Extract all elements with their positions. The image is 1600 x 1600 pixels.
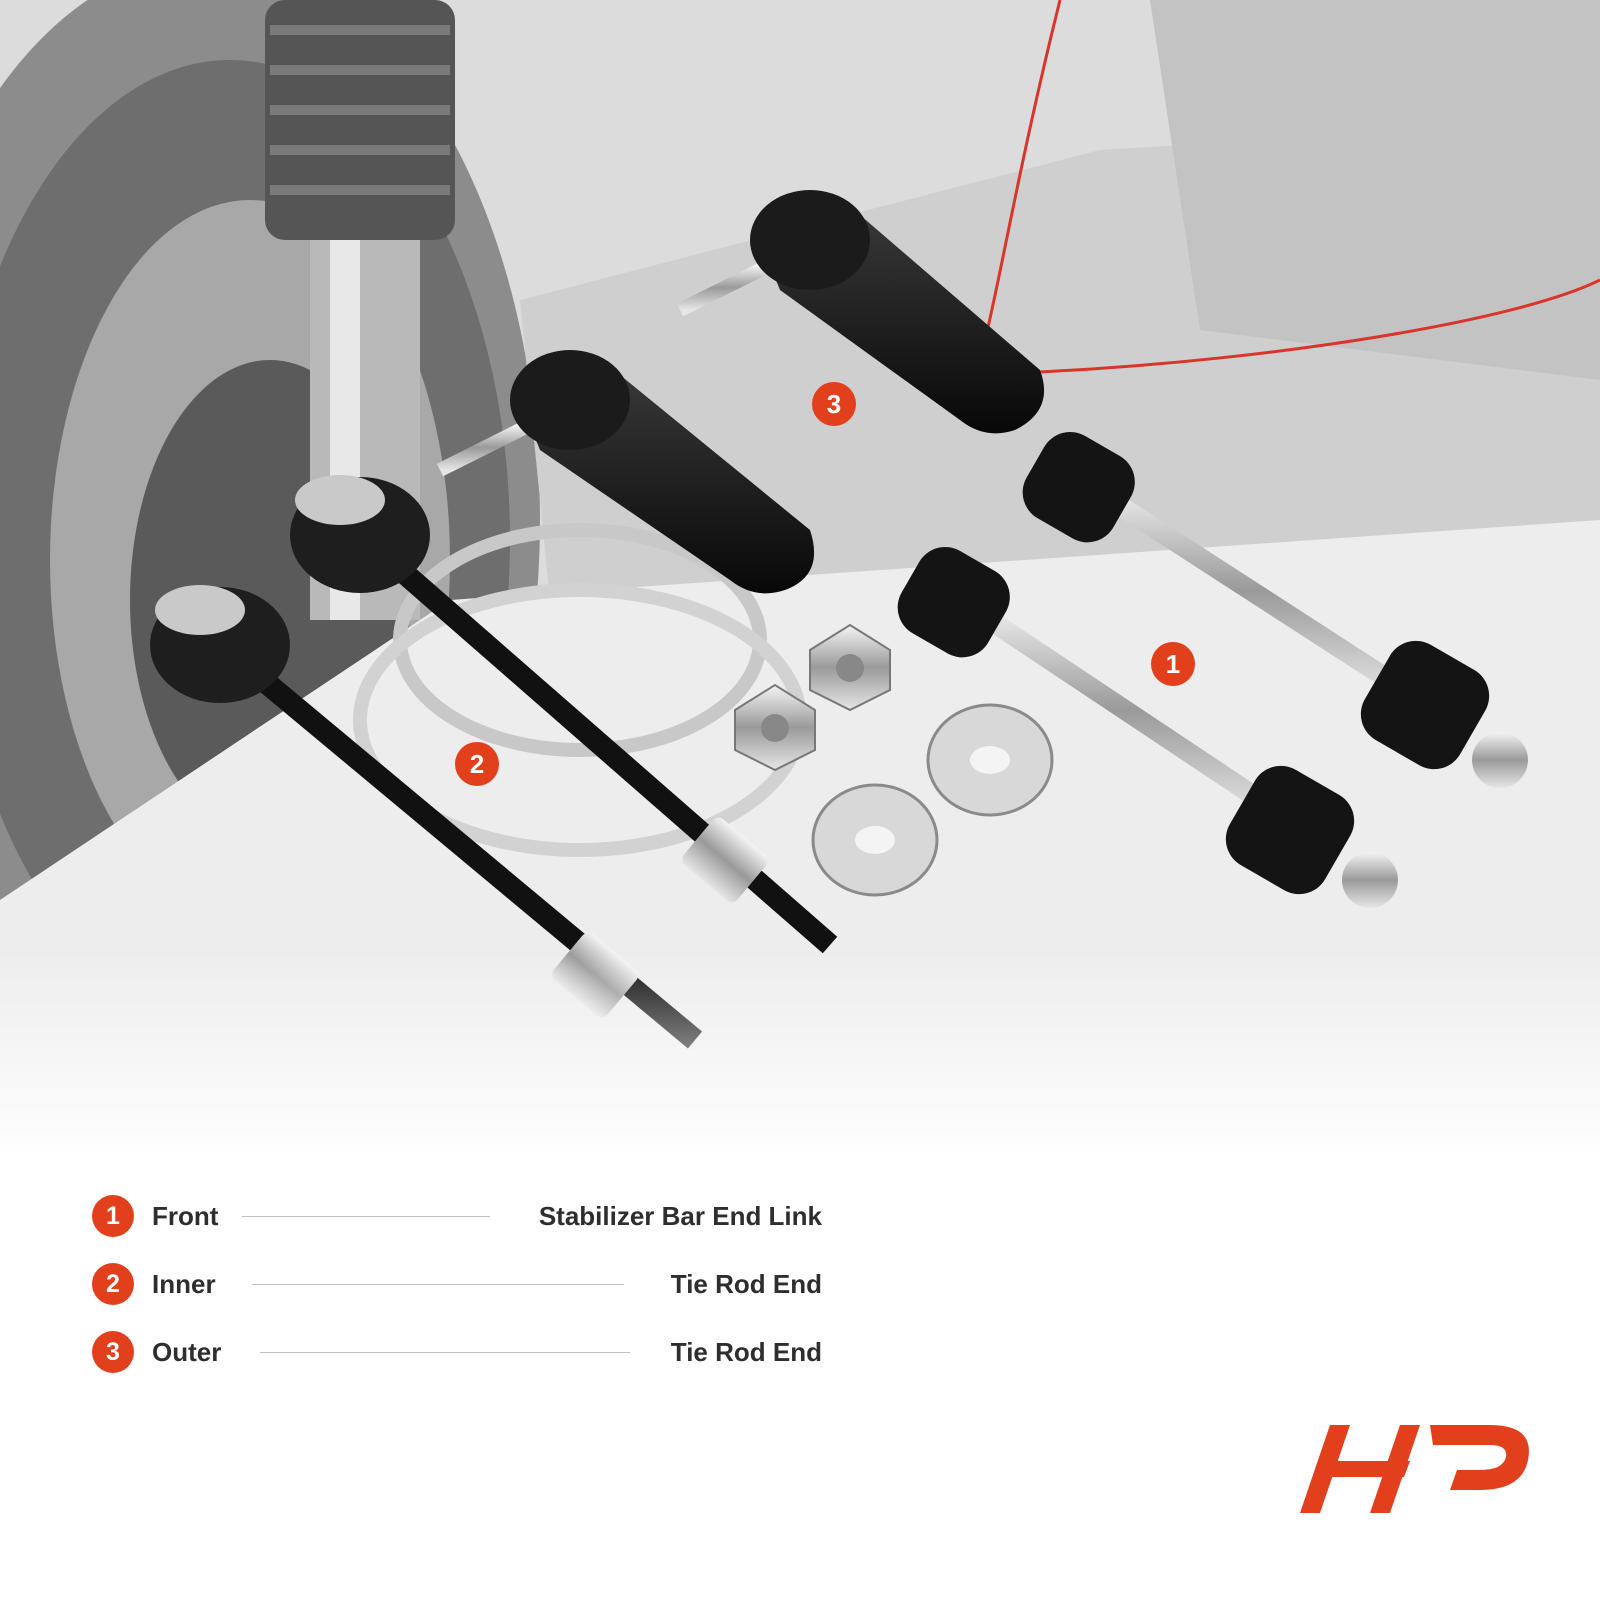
legend-divider (242, 1216, 490, 1217)
legend-divider (252, 1284, 624, 1285)
suspension-photo (0, 0, 1600, 1160)
legend-row-inner: 2 Inner Tie Rod End (92, 1263, 822, 1307)
legend-desc-outer: Tie Rod End (670, 1337, 822, 1367)
legend-label-front: Front (152, 1201, 219, 1231)
legend-row-outer: 3 Outer Tie Rod End (92, 1331, 822, 1375)
legend-badge-1: 1 (92, 1195, 134, 1237)
callout-badge-2: 2 (455, 742, 499, 786)
ap-logo-icon (1300, 1425, 1529, 1513)
legend-row-front: 1 Front Stabilizer Bar End Link (92, 1195, 822, 1239)
legend-label-inner: Inner (152, 1269, 216, 1299)
legend-label-outer: Outer (152, 1337, 222, 1367)
legend-badge-2: 2 (92, 1263, 134, 1305)
legend-desc-front: Stabilizer Bar End Link (538, 1201, 822, 1231)
legend-badge-3: 3 (92, 1331, 134, 1373)
legend-desc-inner: Tie Rod End (670, 1269, 822, 1299)
callout-badge-1: 1 (1151, 642, 1195, 686)
callout-badge-3: 3 (812, 382, 856, 426)
legend-divider (260, 1352, 630, 1353)
